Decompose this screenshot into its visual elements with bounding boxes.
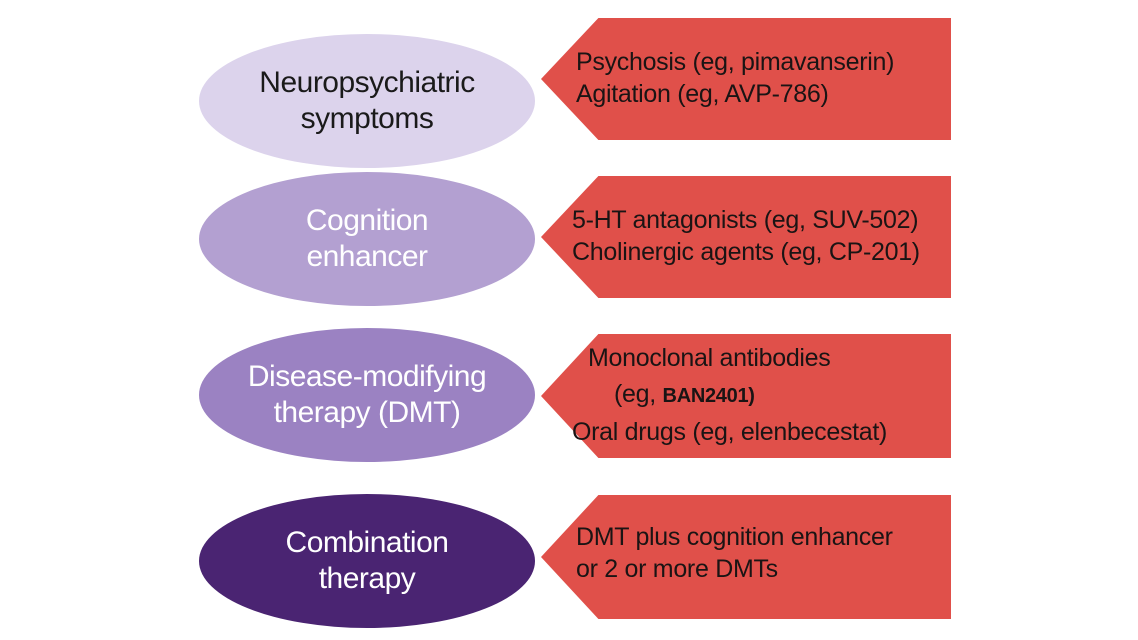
example-item: Psychosis (eg, pimavanserin) [576, 48, 895, 76]
example-item: or 2 or more DMTs [576, 555, 778, 583]
example-item: Oral drugs (eg, elenbecestat) [572, 418, 888, 446]
examples-cognition: 5-HT antagonists (eg, SUV-502) Cholinerg… [572, 204, 920, 268]
examples-arrow-dmt [541, 334, 951, 458]
category-label-line2: therapy [318, 562, 416, 595]
example-item: (eg, BAN2401) [588, 376, 887, 414]
examples-dmt: Monoclonal antibodies (eg, BAN2401) Oral… [572, 340, 887, 450]
example-item: 5-HT antagonists (eg, SUV-502) [572, 206, 919, 234]
category-combination-therapy: Combination therapy [199, 494, 535, 628]
category-label-line2: enhancer [306, 240, 428, 273]
category-label-line2: therapy (DMT) [273, 396, 461, 429]
examples-neuropsychiatric: Psychosis (eg, pimavanserin) Agitation (… [576, 46, 894, 110]
example-item: Monoclonal antibodies [588, 344, 831, 372]
examples-combination: DMT plus cognition enhancer or 2 or more… [576, 521, 893, 585]
category-neuropsychiatric-symptoms: Neuropsychiatric symptoms [199, 34, 535, 168]
example-prefix: (eg, [614, 380, 656, 408]
examples-arrow-cognition [541, 176, 951, 298]
example-drug-name: BAN2401) [662, 385, 755, 407]
category-cognition-enhancer: Cognition enhancer [199, 172, 535, 306]
examples-arrow-combination [541, 495, 951, 619]
category-label-line1: Combination [285, 526, 449, 559]
category-disease-modifying-therapy: Disease-modifying therapy (DMT) [199, 328, 535, 462]
examples-arrow-neuropsychiatric [541, 18, 951, 140]
example-item: DMT plus cognition enhancer [576, 523, 893, 551]
category-label-line1: Neuropsychiatric [259, 66, 475, 99]
example-item: Cholinergic agents (eg, CP-201) [572, 238, 920, 266]
example-item: Agitation (eg, AVP-786) [576, 80, 829, 108]
category-label-line1: Cognition [305, 204, 429, 237]
category-label-line2: symptoms [300, 102, 434, 135]
category-label-line1: Disease-modifying [247, 360, 487, 393]
